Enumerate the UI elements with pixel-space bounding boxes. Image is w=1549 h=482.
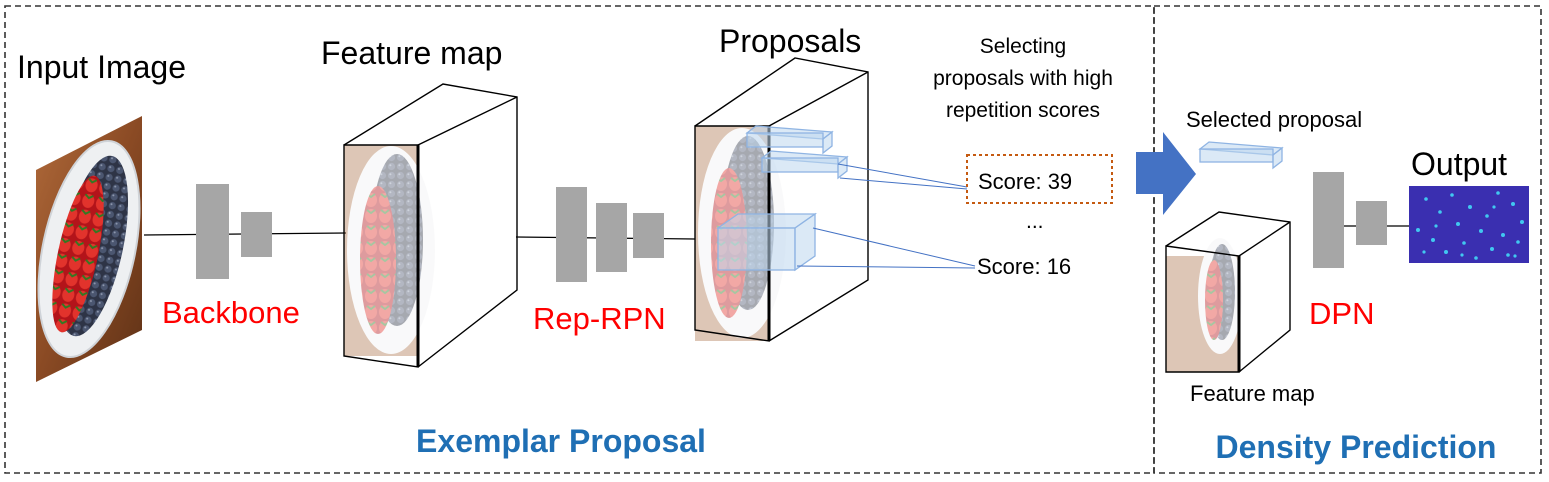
- proposal-box-2: [760, 150, 849, 180]
- score-ellipsis: ...: [1026, 210, 1044, 233]
- score-top-box: [966, 154, 1113, 204]
- proposal-link-top-2: [839, 177, 968, 190]
- selected-proposal-box: [1198, 141, 1284, 170]
- selection-caption-line-3: repetition scores: [946, 99, 1100, 122]
- dpn-layer-2: [1356, 201, 1387, 245]
- proposal-link-bottom-2: [796, 265, 976, 269]
- selection-caption-line-2: proposals with high: [933, 67, 1113, 90]
- proposal-box-1: [745, 125, 834, 155]
- rep-rpn-layer-1: [556, 187, 587, 282]
- rep-rpn-block: [556, 187, 664, 282]
- score-bottom: Score: 16: [977, 254, 1071, 279]
- density-prediction-title: Density Prediction: [1216, 429, 1497, 465]
- selection-arrow: [1136, 132, 1196, 215]
- score-top: Score: 39: [978, 169, 1072, 194]
- feature-map-cube: [343, 83, 518, 368]
- dpn-layer-1: [1313, 172, 1344, 268]
- backbone-layer-2: [241, 212, 272, 257]
- input-image-title: Input Image: [17, 49, 186, 85]
- feature-map-title: Feature map: [321, 35, 502, 71]
- proposal-box-3: [715, 212, 818, 272]
- backbone-label: Backbone: [162, 295, 300, 330]
- input-image: [36, 116, 142, 382]
- rep-rpn-layer-2: [596, 203, 627, 272]
- proposals-cube: [694, 57, 869, 342]
- rep-rpn-layer-3: [633, 213, 664, 258]
- backbone-block: [196, 184, 272, 279]
- output-title: Output: [1411, 146, 1507, 182]
- output-density-map: [1409, 186, 1529, 263]
- exemplar-proposal-title: Exemplar Proposal: [416, 423, 706, 459]
- density-feature-map-cube: [1165, 211, 1291, 373]
- selection-caption-line-1: Selecting: [980, 35, 1066, 58]
- backbone-layer-1: [196, 184, 229, 279]
- proposal-link-bottom-1: [812, 227, 976, 267]
- proposal-link-top-1: [837, 163, 968, 188]
- density-prediction-frame: [1153, 5, 1542, 474]
- dpn-block: [1313, 172, 1387, 268]
- rep-rpn-label: Rep-RPN: [533, 301, 666, 336]
- dpn-label: DPN: [1309, 296, 1374, 331]
- selected-proposal-label: Selected proposal: [1186, 107, 1362, 132]
- density-feature-map-label: Feature map: [1190, 381, 1315, 406]
- proposals-title: Proposals: [719, 23, 861, 59]
